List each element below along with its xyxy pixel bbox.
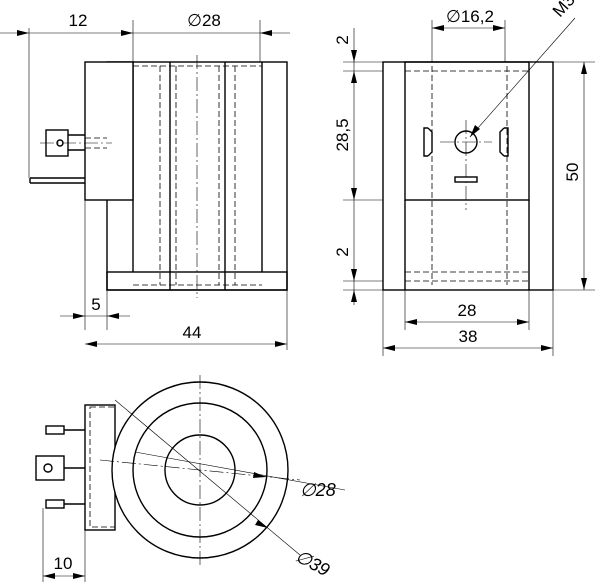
side-dim-50: 50 — [563, 163, 582, 182]
side-dim-28: 28 — [458, 301, 477, 320]
side-ground-slot — [454, 176, 478, 183]
top-terminal-lower — [45, 499, 65, 509]
side-dim-38: 38 — [459, 327, 478, 346]
front-connector-block — [84, 61, 134, 201]
top-connector-housing — [84, 404, 116, 531]
top-dim-10: 10 — [54, 554, 73, 573]
side-clip-right — [499, 127, 509, 157]
side-coil-body — [382, 61, 554, 291]
front-dim-44: 44 — [183, 323, 202, 342]
top-terminal-upper — [45, 425, 65, 435]
side-connector-face — [404, 61, 530, 201]
front-dim-diameter-28: ∅28 — [187, 11, 221, 30]
side-dim-2-top: 2 — [333, 35, 352, 44]
top-dim-diameter-39: ∅39 — [292, 546, 333, 580]
side-clip-left — [423, 127, 433, 157]
side-dim-diameter-16-2: ∅16,2 — [446, 7, 494, 26]
top-terminal-middle — [35, 455, 65, 481]
front-dim-12: 12 — [69, 11, 88, 30]
side-view: ∅16,2 M3 2 28,5 2 50 28 — [333, 0, 595, 356]
side-dim-28-5: 28,5 — [333, 118, 352, 151]
front-view: 12 ∅28 5 44 — [0, 11, 290, 350]
side-dim-2-bottom: 2 — [333, 247, 352, 256]
front-dim-5: 5 — [91, 295, 100, 314]
top-dim-diameter-28: ∅28 — [300, 480, 336, 500]
top-view: ∅28 ∅39 10 — [35, 375, 346, 582]
side-dim-m3: M3 — [549, 0, 579, 21]
